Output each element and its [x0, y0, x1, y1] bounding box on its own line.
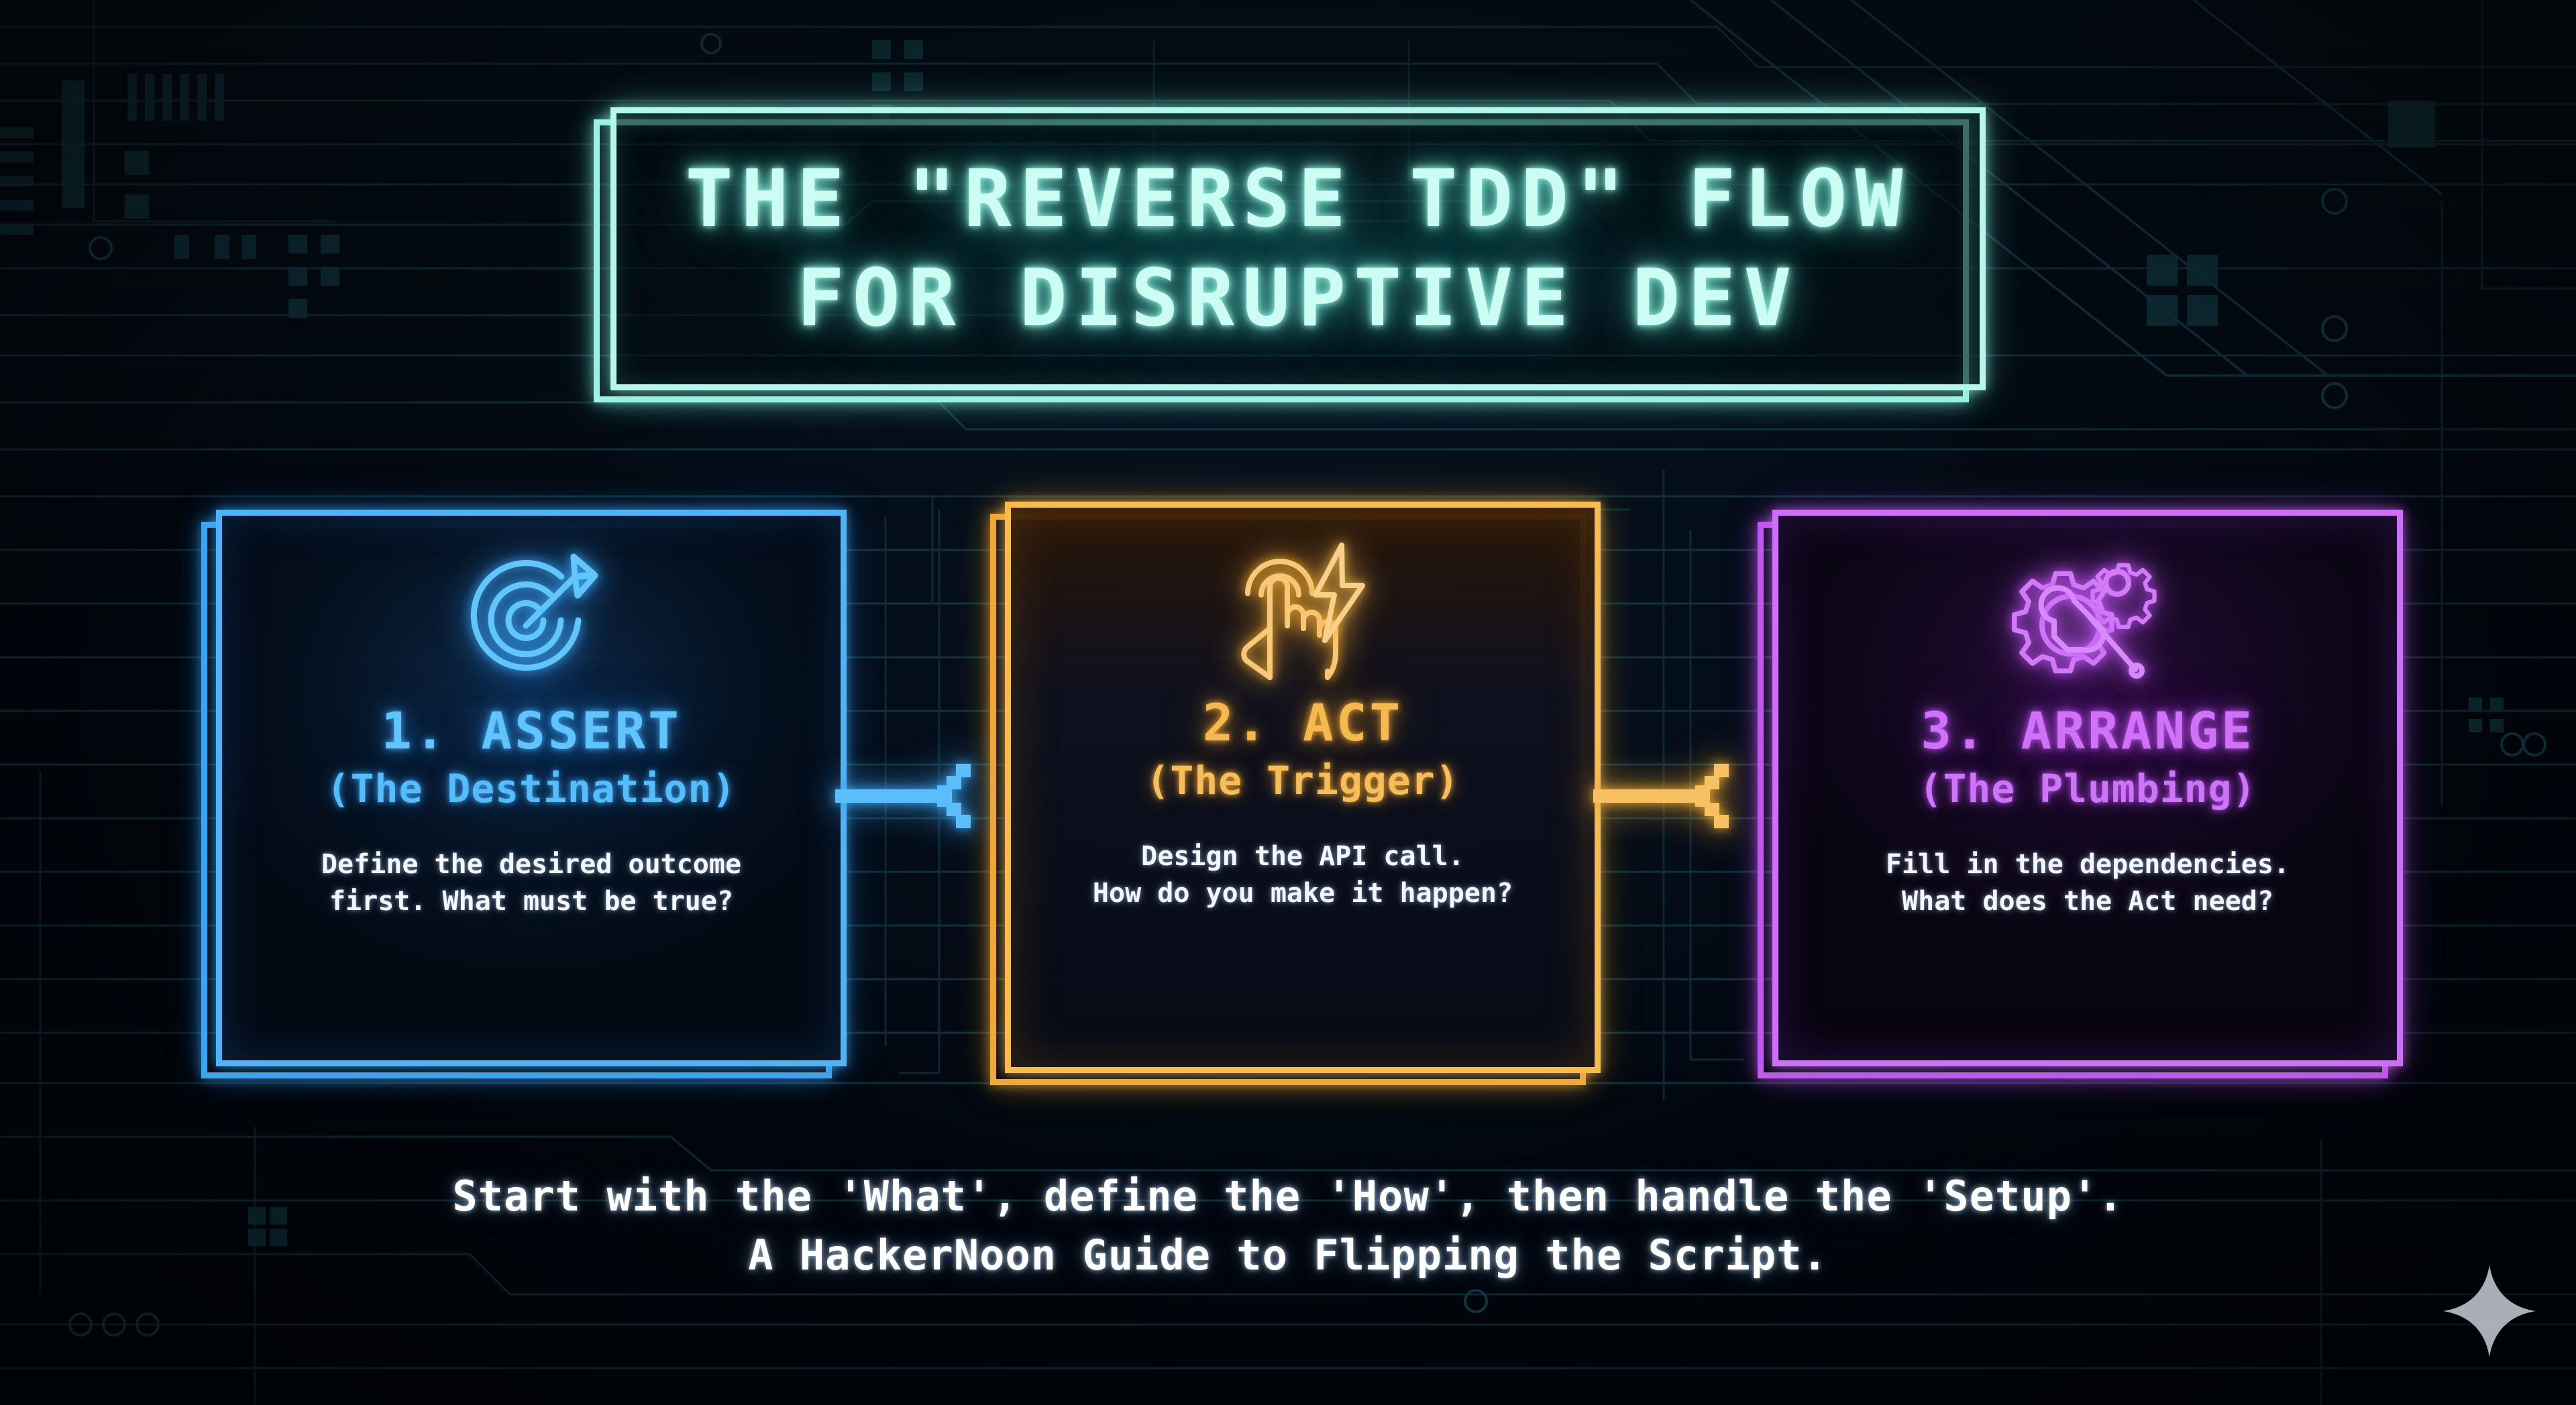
card-frame-inner [1005, 502, 1601, 1073]
card-description: Define the desired outcome first. What m… [321, 848, 742, 917]
flow-card-assert[interactable]: 1. ASSERT (The Destination) Define the d… [201, 510, 847, 1078]
flow-steps-row: 1. ASSERT (The Destination) Define the d… [0, 496, 2576, 1100]
arrow-assert-to-act [835, 754, 1010, 842]
card-description: Fill in the dependencies. What does the … [1885, 848, 2290, 917]
tap-hand-lightning-icon [1222, 537, 1383, 684]
page-title-line-1: THE "REVERSE TDD" FLOW [685, 152, 1911, 245]
target-arrow-icon [451, 545, 612, 692]
card-title: 1. ASSERT [381, 701, 682, 761]
sparkle-icon [2439, 1261, 2540, 1361]
flow-card-arrange[interactable]: 3. ARRANGE (The Plumbing) Fill in the de… [1758, 510, 2403, 1078]
card-title: 3. ARRANGE [1921, 701, 2255, 761]
gears-wrench-icon [2007, 545, 2168, 692]
card-content: 2. ACT (The Trigger) Design the API call… [1005, 502, 1601, 1073]
footer-line-2: A HackerNoon Guide to Flipping the Scrip… [748, 1231, 1828, 1280]
title-frame-inner [610, 107, 1986, 390]
page-title-banner: THE "REVERSE TDD" FLOW FOR DISRUPTIVE DE… [594, 107, 1986, 402]
arrow-act-to-arrange [1593, 754, 1768, 842]
page-title: THE "REVERSE TDD" FLOW FOR DISRUPTIVE DE… [610, 107, 1986, 390]
flow-card-act[interactable]: 2. ACT (The Trigger) Design the API call… [990, 502, 1601, 1085]
card-description: Design the API call. How do you make it … [1092, 840, 1513, 909]
footer-caption: Start with the 'What', define the 'How',… [0, 1167, 2576, 1285]
card-content: 1. ASSERT (The Destination) Define the d… [216, 510, 847, 1066]
card-subtitle: (The Destination) [326, 765, 737, 811]
card-content: 3. ARRANGE (The Plumbing) Fill in the de… [1772, 510, 2403, 1066]
footer-line-1: Start with the 'What', define the 'How',… [452, 1172, 2124, 1221]
page-title-line-2: FOR DISRUPTIVE DEV [796, 251, 1800, 344]
card-subtitle: (The Trigger) [1146, 757, 1460, 803]
card-subtitle: (The Plumbing) [1919, 765, 2257, 811]
card-title: 2. ACT [1202, 693, 1403, 752]
